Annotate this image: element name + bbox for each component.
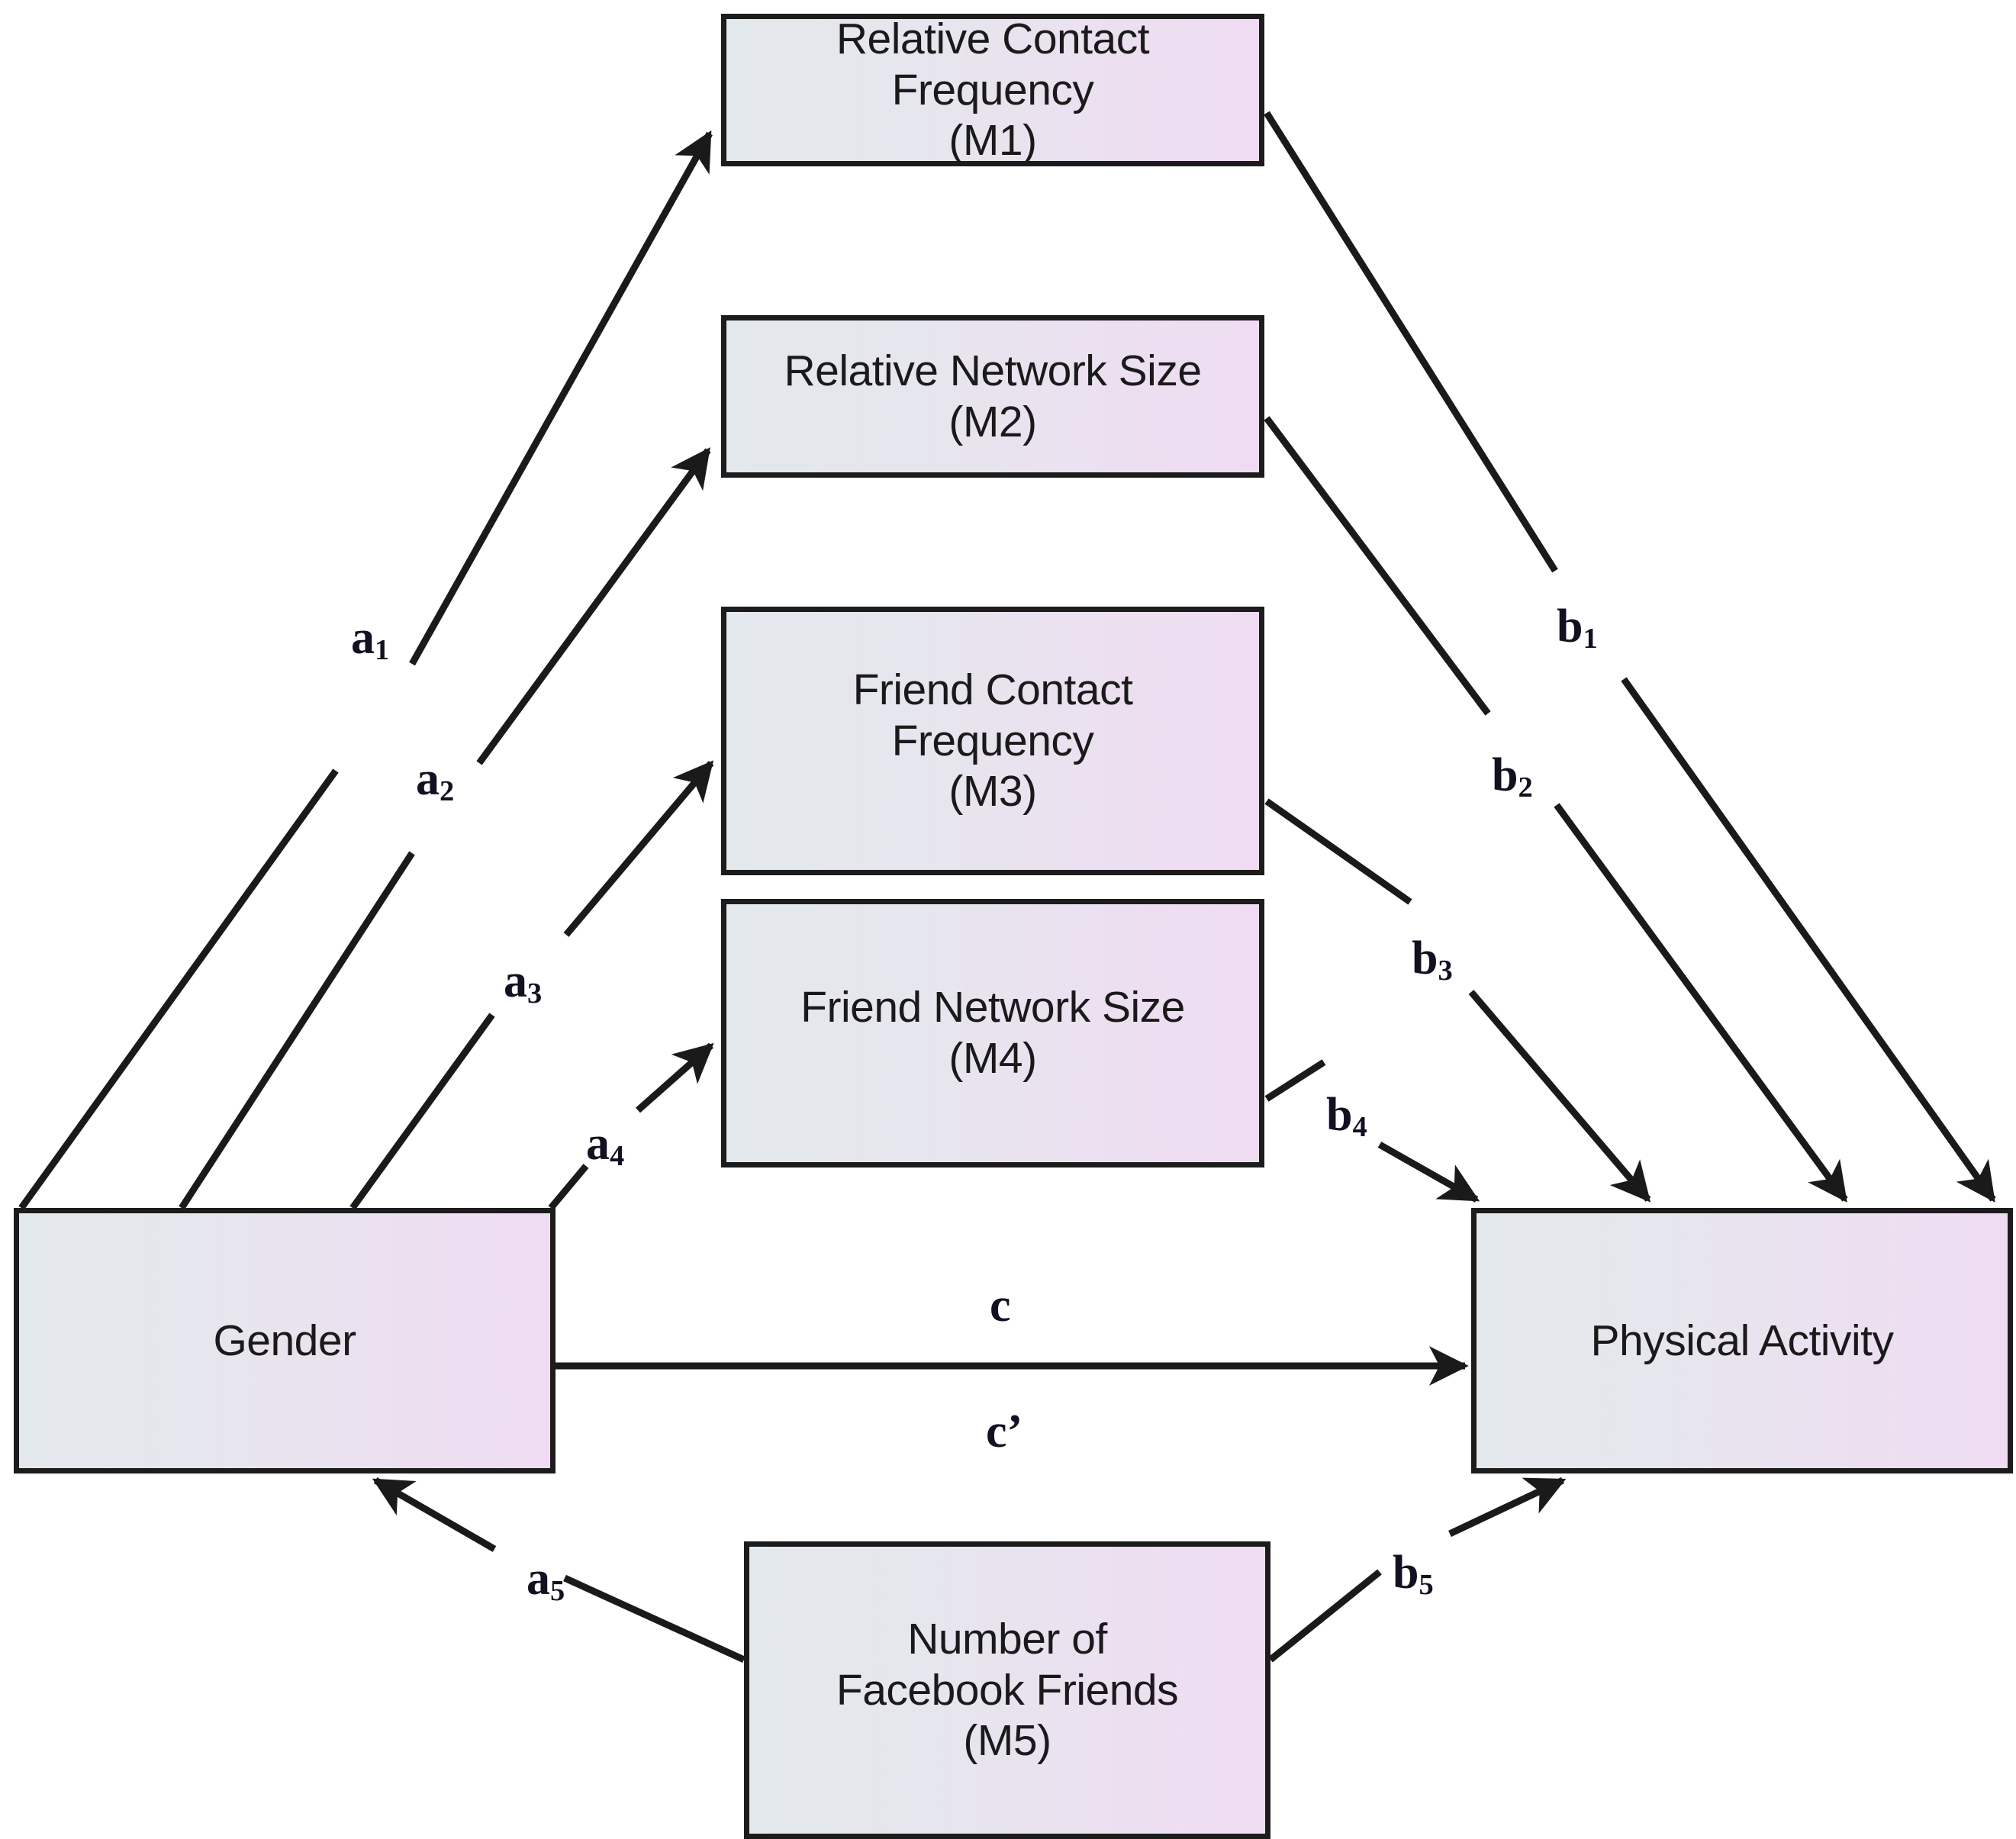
node-label-m2: Relative Network Size (M2) bbox=[784, 346, 1202, 446]
path-label-a1-sub: 1 bbox=[375, 634, 390, 667]
path-label-c-prime: c’ bbox=[986, 1408, 1022, 1455]
path-label-b4-base: b bbox=[1326, 1089, 1353, 1141]
node-label-physical-activity: Physical Activity bbox=[1590, 1316, 1894, 1365]
edge-a4-segment-upper bbox=[636, 1042, 714, 1113]
edge-a5-segment-left bbox=[372, 1477, 497, 1552]
path-label-a4-sub: 4 bbox=[610, 1140, 625, 1173]
node-box-m1[interactable]: Relative Contact Frequency (M1) bbox=[721, 14, 1264, 166]
edge-a1-segment-upper bbox=[409, 130, 713, 666]
path-label-c: c bbox=[990, 1282, 1011, 1329]
node-box-m2[interactable]: Relative Network Size (M2) bbox=[721, 315, 1264, 478]
edge-b5-segment-right bbox=[1448, 1477, 1567, 1538]
edge-b2-segment-lower bbox=[1554, 803, 1848, 1203]
path-label-b5-base: b bbox=[1393, 1547, 1419, 1599]
edge-b4-segment-lower bbox=[1377, 1142, 1480, 1203]
path-label-a2-sub: 2 bbox=[440, 775, 455, 808]
path-label-a1-base: a bbox=[351, 612, 375, 664]
node-label-gender: Gender bbox=[213, 1316, 356, 1365]
path-label-a2: a2 bbox=[416, 753, 454, 807]
edge-b2-segment-upper bbox=[1264, 416, 1491, 716]
path-label-a4: a4 bbox=[586, 1118, 624, 1171]
edge-b4-segment-upper bbox=[1264, 1059, 1326, 1102]
edge-a1-segment-lower bbox=[18, 768, 339, 1210]
edge-b1-segment-upper bbox=[1264, 111, 1558, 573]
path-label-c-prime-base: c’ bbox=[986, 1406, 1023, 1457]
path-label-b5: b5 bbox=[1393, 1547, 1434, 1600]
path-label-a5-base: a bbox=[527, 1553, 550, 1605]
path-label-a4-base: a bbox=[586, 1118, 610, 1170]
path-label-a3: a3 bbox=[504, 955, 542, 1009]
node-box-m4[interactable]: Friend Network Size (M4) bbox=[721, 899, 1264, 1167]
edge-a2-segment-lower bbox=[179, 851, 415, 1210]
node-box-m5[interactable]: Number of Facebook Friends (M5) bbox=[744, 1541, 1270, 1839]
edge-b5-segment-left bbox=[1268, 1569, 1382, 1663]
node-box-physical-activity[interactable]: Physical Activity bbox=[1471, 1208, 2013, 1473]
node-box-gender[interactable]: Gender bbox=[14, 1208, 556, 1473]
path-label-b1-sub: 1 bbox=[1583, 623, 1598, 655]
path-label-b2: b2 bbox=[1492, 749, 1533, 803]
path-label-b5-sub: 5 bbox=[1419, 1569, 1434, 1602]
node-label-m5: Number of Facebook Friends (M5) bbox=[836, 1614, 1179, 1766]
path-label-a3-base: a bbox=[504, 955, 527, 1007]
path-label-a3-sub: 3 bbox=[527, 977, 543, 1010]
edge-a3-segment-upper bbox=[563, 760, 714, 937]
node-label-m1: Relative Contact Frequency (M1) bbox=[836, 14, 1150, 166]
path-label-b4-sub: 4 bbox=[1352, 1111, 1367, 1144]
path-label-a5: a5 bbox=[527, 1553, 565, 1606]
node-box-m3[interactable]: Friend Contact Frequency (M3) bbox=[721, 607, 1264, 875]
path-label-b2-base: b bbox=[1492, 749, 1518, 801]
edge-a2-segment-upper bbox=[476, 447, 711, 765]
node-label-m4: Friend Network Size (M4) bbox=[800, 983, 1185, 1083]
path-label-c-base: c bbox=[990, 1280, 1011, 1332]
path-label-b1: b1 bbox=[1557, 601, 1598, 654]
edge-b3-segment-lower bbox=[1468, 990, 1651, 1203]
path-label-a2-base: a bbox=[416, 753, 440, 805]
path-label-b4: b4 bbox=[1326, 1089, 1367, 1142]
path-label-b3-base: b bbox=[1412, 932, 1438, 984]
path-label-b3-sub: 3 bbox=[1438, 955, 1453, 987]
path-label-b2-sub: 2 bbox=[1518, 771, 1533, 804]
path-label-b3: b3 bbox=[1412, 932, 1453, 986]
path-label-a1: a1 bbox=[351, 612, 389, 665]
path-label-a5-sub: 5 bbox=[550, 1575, 565, 1608]
path-label-b1-base: b bbox=[1557, 601, 1583, 652]
node-label-m3: Friend Contact Frequency (M3) bbox=[852, 665, 1133, 816]
edge-a5-segment-right bbox=[563, 1574, 746, 1663]
edge-b1-segment-lower bbox=[1621, 677, 1996, 1203]
edge-a4-segment-lower bbox=[548, 1164, 589, 1210]
edge-a3-segment-lower bbox=[349, 1013, 495, 1210]
edge-b3-segment-upper bbox=[1264, 798, 1412, 905]
